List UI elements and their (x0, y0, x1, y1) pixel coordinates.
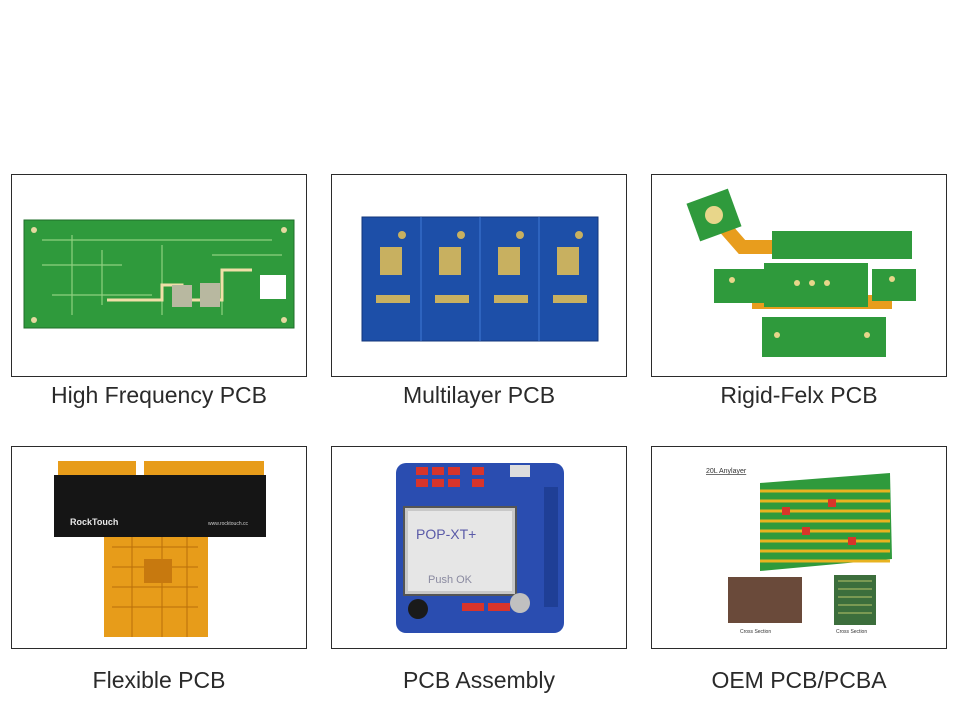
product-label[interactable]: High Frequency PCB (50, 382, 268, 408)
product-card-multilayer[interactable]: Multilayer PCB (331, 174, 627, 408)
rigid-flex-pcb-photo[interactable] (651, 174, 947, 377)
multilayer-pcb-photo[interactable] (331, 174, 627, 377)
assembly-screen-title: POP-XT+ (416, 526, 476, 542)
product-card-oem[interactable]: 20L Anylayer Cross Section Cross Section… (651, 446, 947, 693)
oem-cross-section-left: Cross Section (740, 629, 771, 635)
product-card-flexible[interactable]: RockTouch www.rocktouch.cc Flexible PCB (11, 446, 307, 693)
product-label[interactable]: PCB Assembly (402, 667, 556, 693)
product-card-high-frequency[interactable]: High Frequency PCB (11, 174, 307, 408)
product-label[interactable]: Flexible PCB (92, 667, 226, 693)
product-label[interactable]: OEM PCB/PCBA (711, 667, 887, 693)
pcb-assembly-photo[interactable]: POP-XT+ Push OK (331, 446, 627, 649)
high-frequency-pcb-photo[interactable] (11, 174, 307, 377)
assembly-screen-sub: Push OK (428, 574, 473, 586)
product-card-assembly[interactable]: POP-XT+ Push OK PCB Assembly (331, 446, 627, 693)
product-card-rigid-flex[interactable]: Rigid-Felx PCB (651, 174, 947, 408)
oem-title-text: 20L Anylayer (706, 468, 747, 475)
flex-brand-text: RockTouch (70, 517, 118, 527)
product-label[interactable]: Multilayer PCB (402, 382, 556, 408)
product-label[interactable]: Rigid-Felx PCB (720, 382, 878, 408)
oem-cross-section-right: Cross Section (836, 629, 867, 635)
flexible-pcb-photo[interactable]: RockTouch www.rocktouch.cc (11, 446, 307, 649)
flex-url-text: www.rocktouch.cc (208, 521, 249, 527)
oem-pcb-pcba-photo[interactable]: 20L Anylayer Cross Section Cross Section (651, 446, 947, 649)
